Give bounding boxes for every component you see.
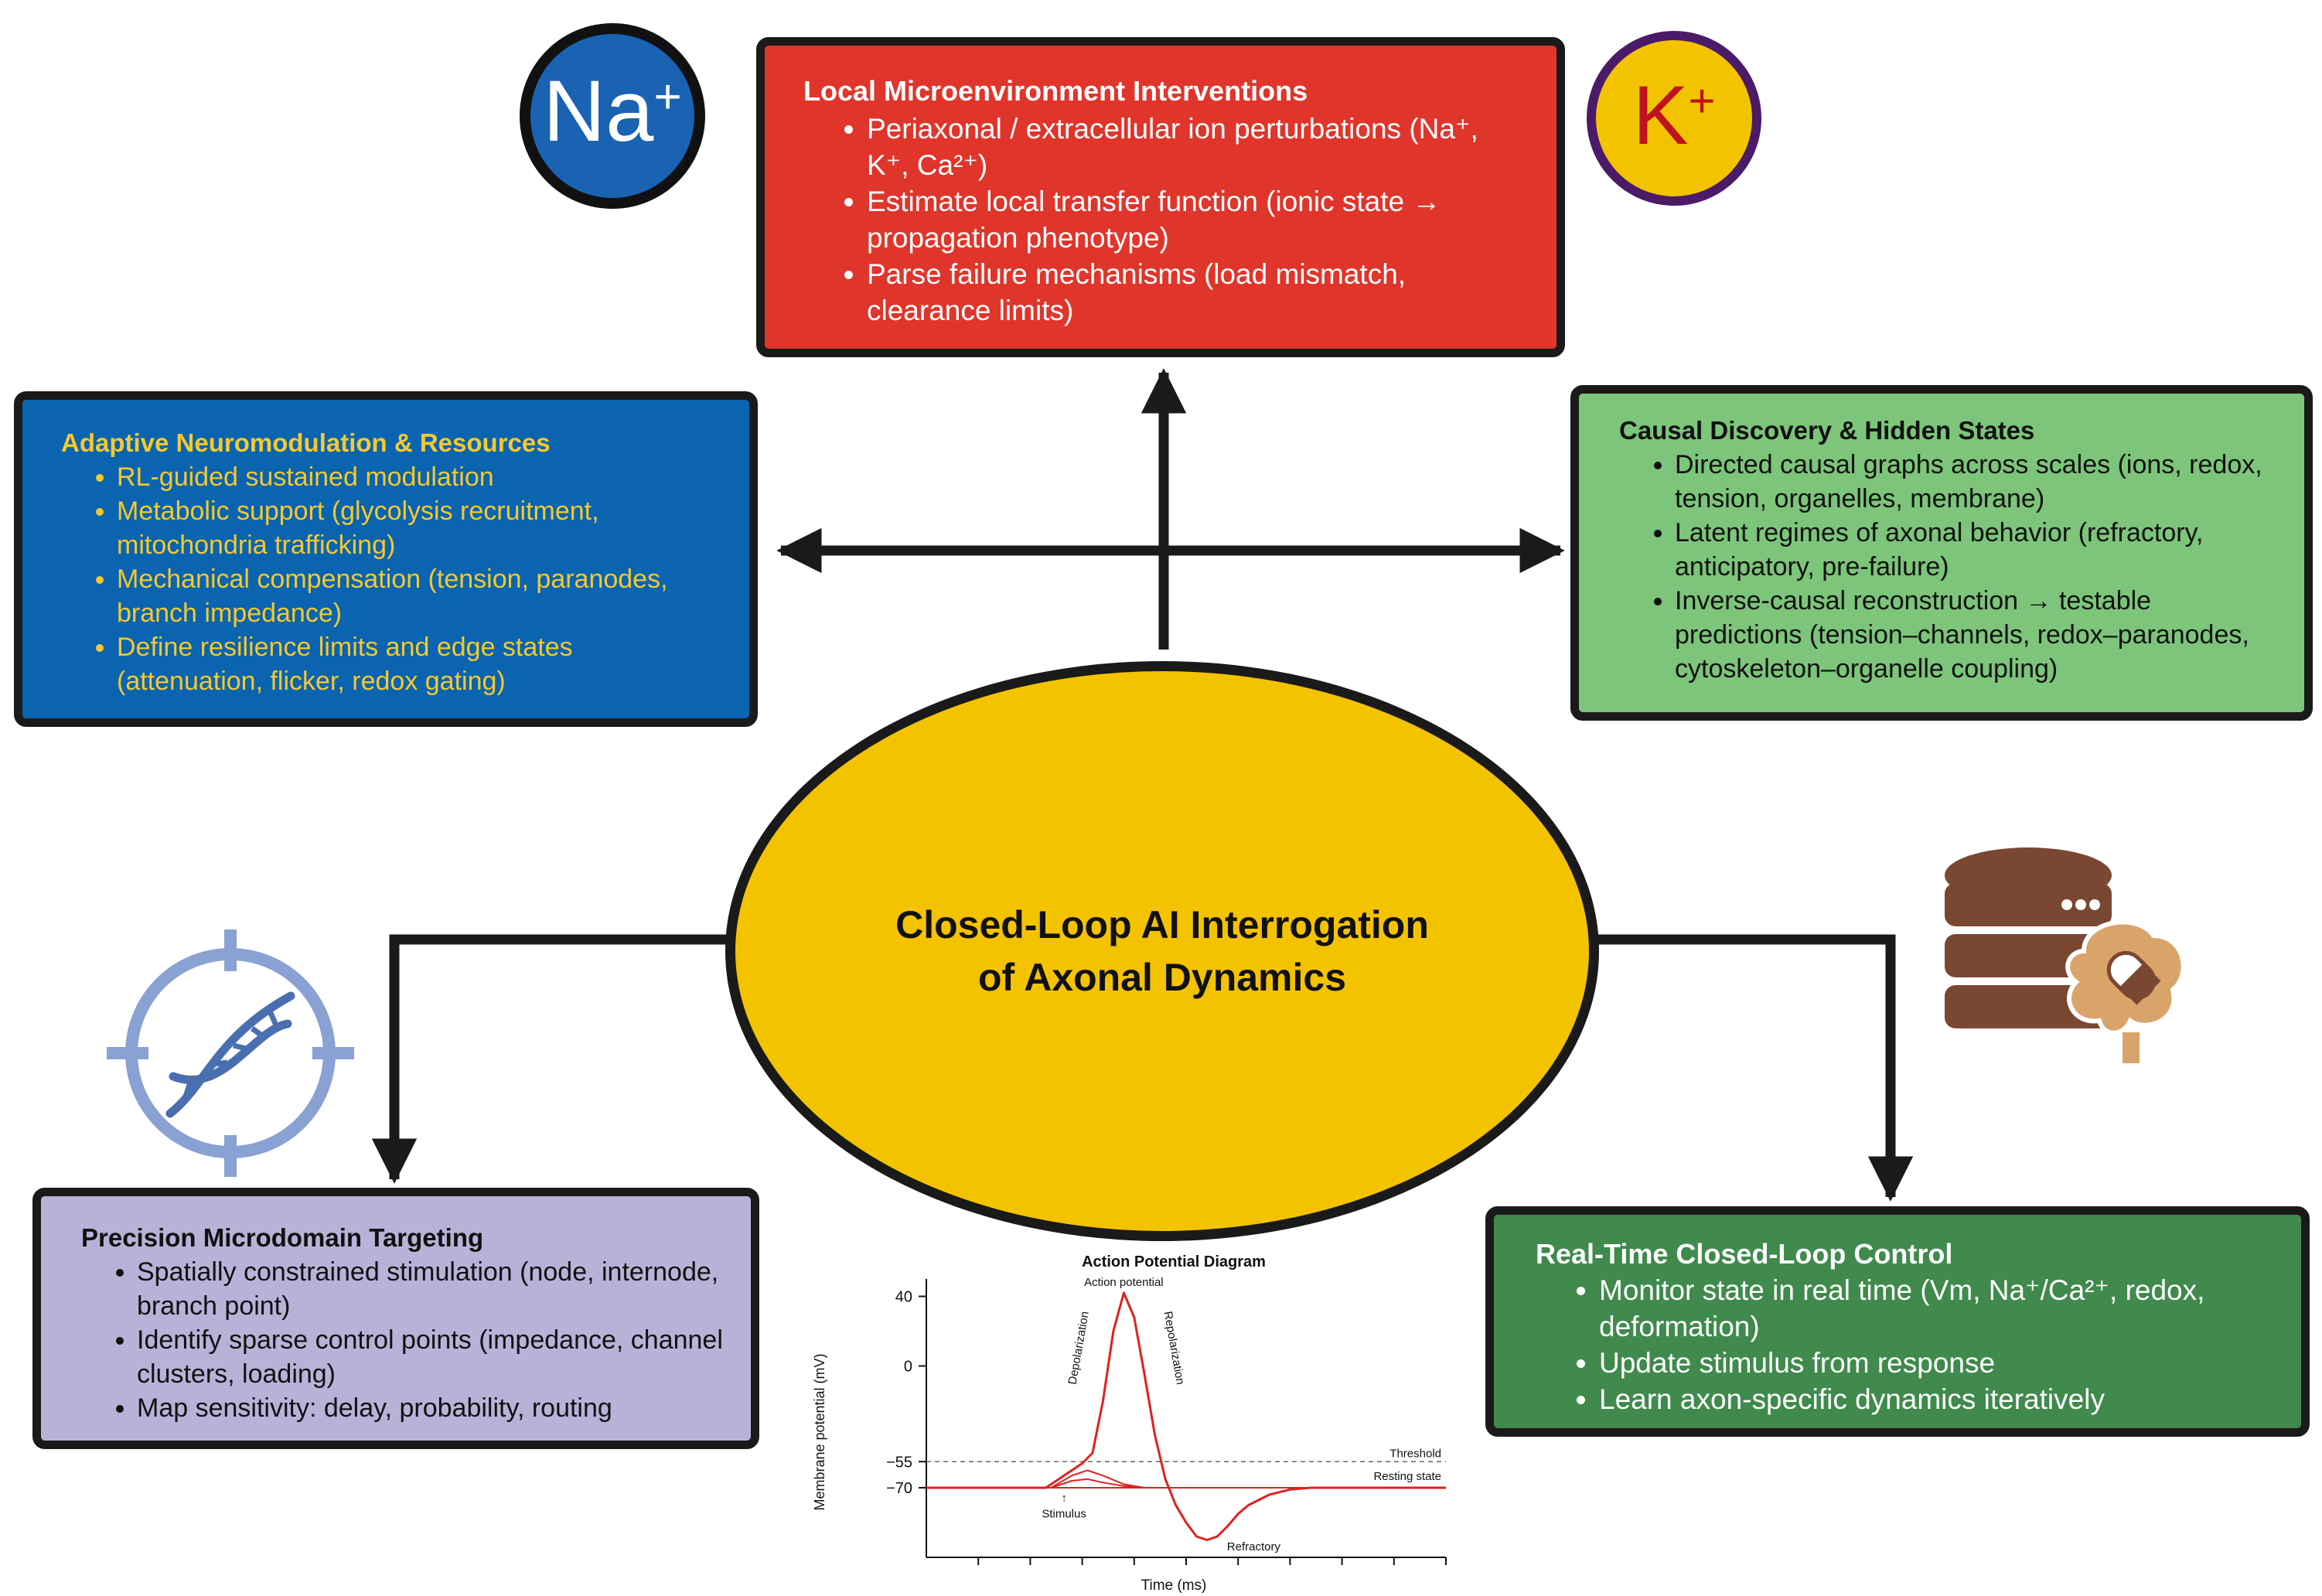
action-potential-chart: Action Potential Diagram Membrane potent…	[812, 1253, 1447, 1594]
list-item: Periaxonal / extracellular ion perturbat…	[867, 111, 1518, 183]
chart-title: Action Potential Diagram	[1082, 1253, 1266, 1270]
dna-target-icon	[107, 929, 354, 1177]
closed-loop-control-box: Real-Time Closed-Loop Control Monitor st…	[1485, 1206, 2310, 1437]
list-item: Monitor state in real time (Vm, Na⁺/Ca²⁺…	[1599, 1272, 2278, 1345]
local-microenvironment-title: Local Microenvironment Interventions	[803, 75, 1308, 107]
list-item: Estimate local transfer function (ionic …	[867, 183, 1518, 256]
list-item: Spatially constrained stimulation (node,…	[137, 1255, 728, 1323]
chart-annotation-stimulus-arrow: ↑	[1061, 1492, 1067, 1505]
chart-y-tick-label: 40	[895, 1289, 912, 1306]
precision-microdomain-box: Precision Microdomain Targeting Spatiall…	[32, 1188, 759, 1449]
list-item: RL-guided sustained modulation	[117, 460, 726, 494]
chart-series-subthreshold	[926, 1478, 1446, 1489]
list-item: Latent regimes of axonal behavior (refra…	[1675, 516, 2281, 584]
potassium-ion-icon: K+	[1587, 31, 1761, 206]
chart-annotation-threshold: Threshold	[1389, 1447, 1441, 1460]
local-microenvironment-box: Local Microenvironment Interventions Per…	[756, 37, 1565, 357]
chart-y-axis-label: Membrane potential (mV)	[812, 1353, 827, 1510]
list-item: Mechanical compensation (tension, parano…	[117, 562, 726, 630]
chart-y-tick-label: −70	[886, 1480, 912, 1497]
chart-annotation-stimulus: Stimulus	[1042, 1507, 1086, 1520]
list-item: Metabolic support (glycolysis recruitmen…	[117, 494, 726, 562]
adaptive-neuromodulation-title: Adaptive Neuromodulation & Resources	[61, 428, 551, 457]
arrow-to-bottom-right-box	[1593, 934, 1914, 1202]
chart-y-tick-label: −55	[886, 1454, 912, 1471]
list-item: Learn axon-specific dynamics iteratively	[1599, 1381, 2278, 1417]
chart-series-action-potential	[926, 1291, 1446, 1541]
list-item: Map sensitivity: delay, probability, rou…	[137, 1391, 728, 1425]
list-item: Inverse-causal reconstruction → testable…	[1675, 584, 2281, 686]
chart-annotation-action-potential: Action potential	[1084, 1276, 1164, 1289]
chart-x-axis-label: Time (ms)	[1141, 1577, 1207, 1594]
precision-microdomain-title: Precision Microdomain Targeting	[81, 1223, 484, 1252]
list-item: Parse failure mechanisms (load mismatch,…	[867, 256, 1518, 329]
center-title-line1: Closed-Loop AI Interrogation	[895, 903, 1429, 946]
potassium-label: K+	[1632, 68, 1716, 162]
center-node: Closed-Loop AI Interrogation of Axonal D…	[725, 661, 1599, 1241]
list-item: Identify sparse control points (impedanc…	[137, 1323, 728, 1391]
chart-annotation-refractory: Refractory	[1227, 1540, 1281, 1553]
sodium-ion-icon: Na+	[520, 23, 705, 209]
chart-series-subthreshold	[926, 1469, 1446, 1489]
arrow-to-bottom-left-box	[371, 934, 742, 1184]
list-item: Define resilience limits and edge states…	[117, 630, 726, 698]
closed-loop-control-title: Real-Time Closed-Loop Control	[1536, 1238, 1953, 1270]
causal-discovery-box: Causal Discovery & Hidden States Directe…	[1570, 385, 2313, 721]
sodium-label: Na+	[543, 63, 682, 159]
chart-annotation-resting-state: Resting state	[1373, 1470, 1441, 1483]
causal-discovery-title: Causal Discovery & Hidden States	[1619, 416, 2035, 445]
database-brain-icon	[1945, 847, 2186, 1063]
list-item: Update stimulus from response	[1599, 1345, 2278, 1381]
chart-annotation-repolarization: Repolarization	[1161, 1311, 1187, 1386]
chart-y-tick-label: 0	[904, 1359, 912, 1376]
adaptive-neuromodulation-box: Adaptive Neuromodulation & Resources RL-…	[14, 391, 758, 727]
chart-annotation-depolarization: Depolarization	[1066, 1311, 1091, 1386]
list-item: Directed causal graphs across scales (io…	[1675, 448, 2281, 516]
center-title-line2: of Axonal Dynamics	[977, 956, 1347, 999]
